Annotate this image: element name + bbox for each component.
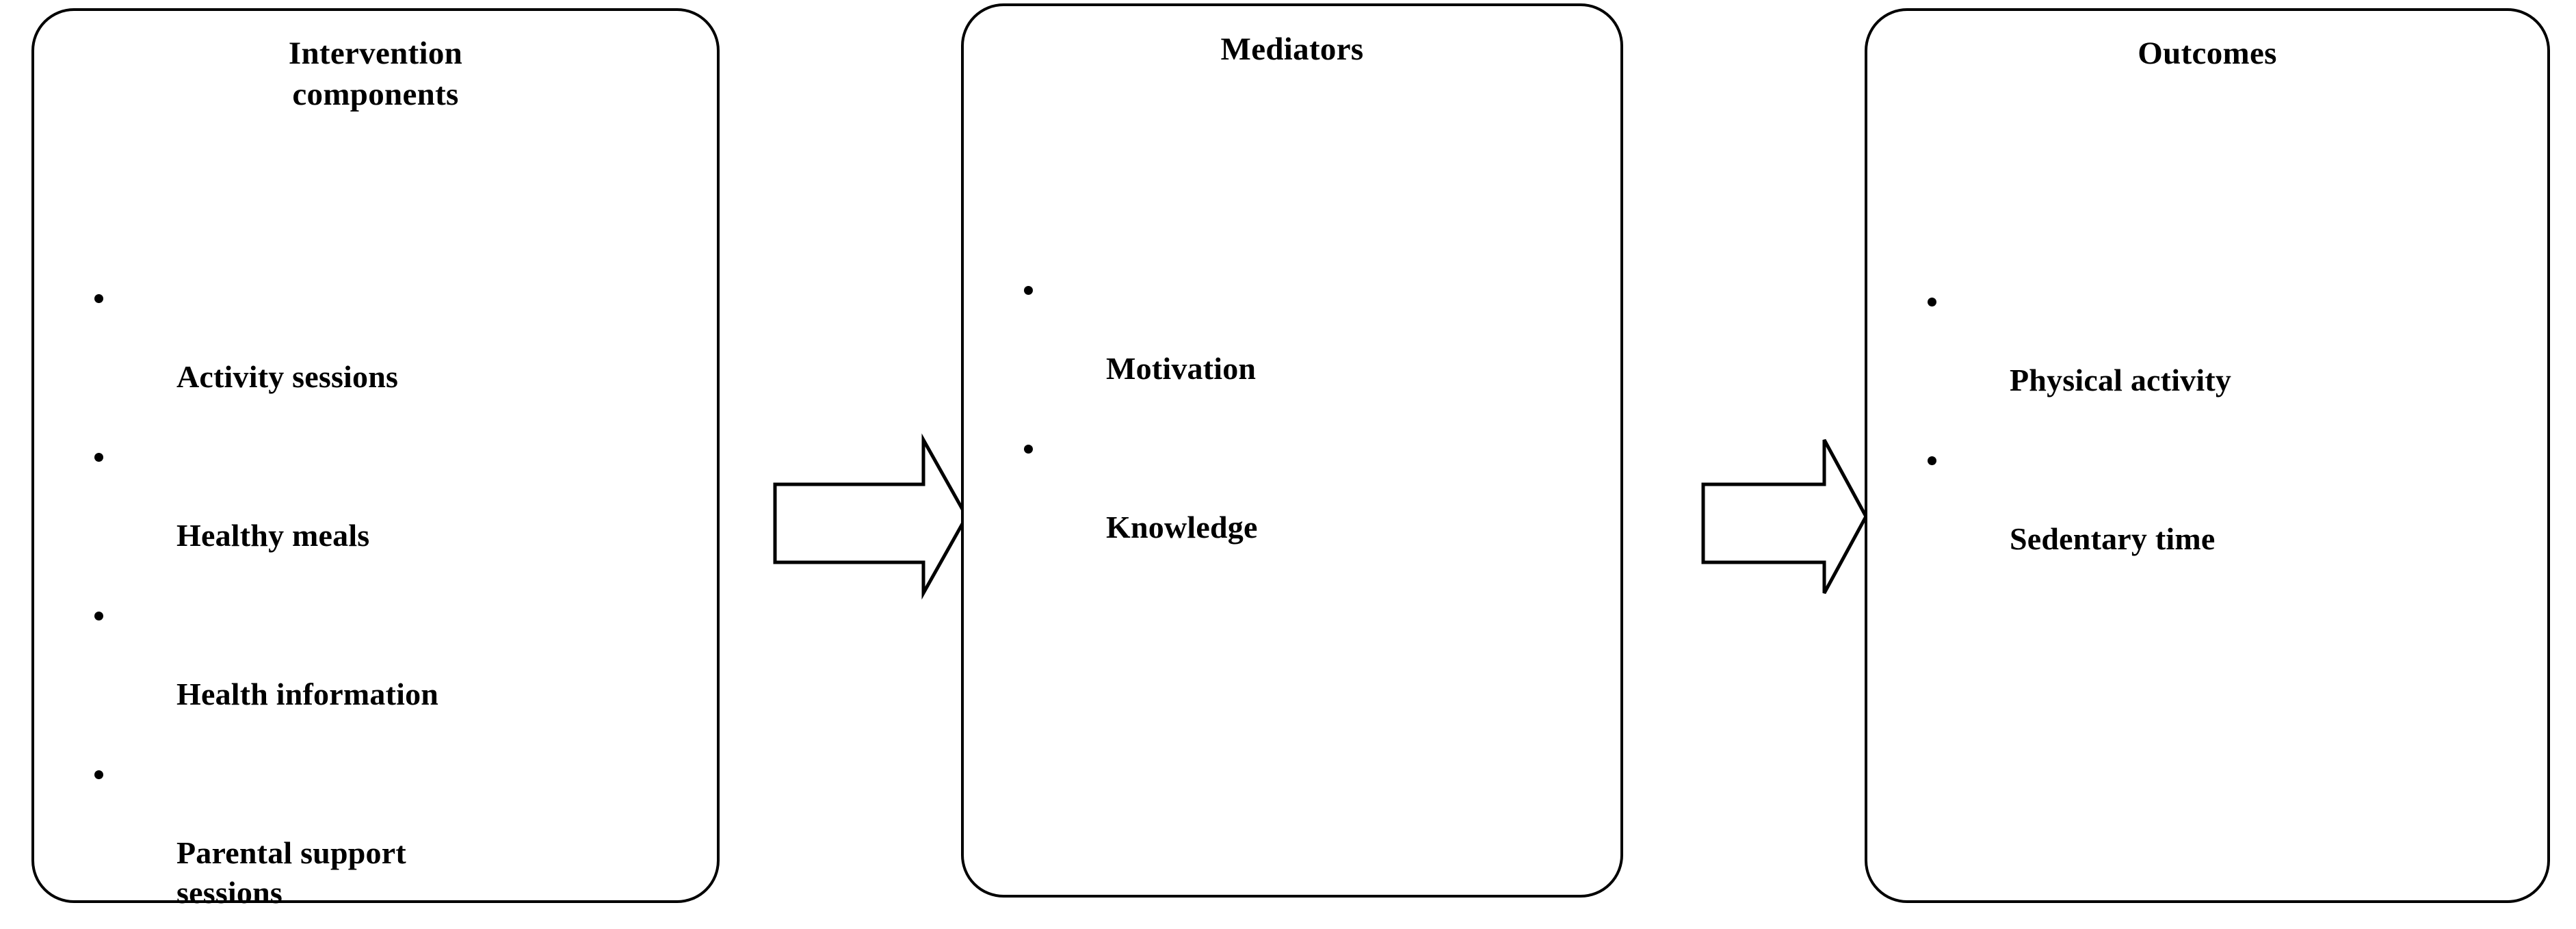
- arrow-mediators-to-outcomes: [1700, 431, 1871, 602]
- box-intervention-components[interactable]: Intervention components Activity session…: [31, 8, 720, 910]
- box-mediators[interactable]: Mediators Motivation Knowledge: [961, 3, 1623, 898]
- list-item: Activity sessions: [34, 278, 717, 397]
- list-item-label: Physical activity: [2010, 363, 2232, 397]
- list-item: Health information: [34, 595, 717, 714]
- list-item-label: Health information: [176, 677, 439, 711]
- list-item: Physical activity: [1867, 281, 2547, 400]
- list-item-label: Motivation: [1106, 351, 1257, 386]
- list-item: Knowledge: [964, 428, 1620, 547]
- bullet-dot-icon: [1928, 456, 1936, 465]
- arrow-intervention-to-mediators: [772, 431, 970, 602]
- list-item: Healthy meals: [34, 436, 717, 555]
- bullet-dot-icon: [1024, 286, 1033, 295]
- box-outcomes[interactable]: Outcomes Physical activity Sedentary tim…: [1865, 8, 2550, 903]
- list-item-label: Sedentary time: [2010, 521, 2216, 556]
- box-title-mediators: Mediators: [1220, 31, 1364, 67]
- list-item-label: Healthy meals: [176, 518, 370, 553]
- block-arrow-right-icon: [1700, 431, 1871, 602]
- bullet-list-mediators: Motivation Knowledge: [964, 270, 1620, 547]
- bullet-list-outcomes: Physical activity Sedentary time: [1867, 281, 2547, 559]
- box-title-outcomes: Outcomes: [2138, 36, 2277, 71]
- list-item-label: Knowledge: [1106, 510, 1258, 545]
- list-item: Parental support sessions: [34, 754, 717, 913]
- list-item-label: Parental support sessions: [176, 835, 406, 910]
- bullet-dot-icon: [94, 770, 103, 779]
- list-item-label: Activity sessions: [176, 359, 399, 394]
- bullet-dot-icon: [1024, 445, 1033, 454]
- block-arrow-right-icon: [772, 431, 970, 602]
- bullet-dot-icon: [94, 453, 103, 462]
- list-item: Sedentary time: [1867, 440, 2547, 559]
- bullet-dot-icon: [1928, 298, 1936, 306]
- box-title-intervention-components: Intervention components: [288, 36, 463, 112]
- bullet-dot-icon: [94, 612, 103, 620]
- bullet-list-intervention-components: Activity sessions Healthy meals Health i…: [34, 278, 717, 913]
- bullet-dot-icon: [94, 294, 103, 303]
- list-item: Motivation: [964, 270, 1620, 389]
